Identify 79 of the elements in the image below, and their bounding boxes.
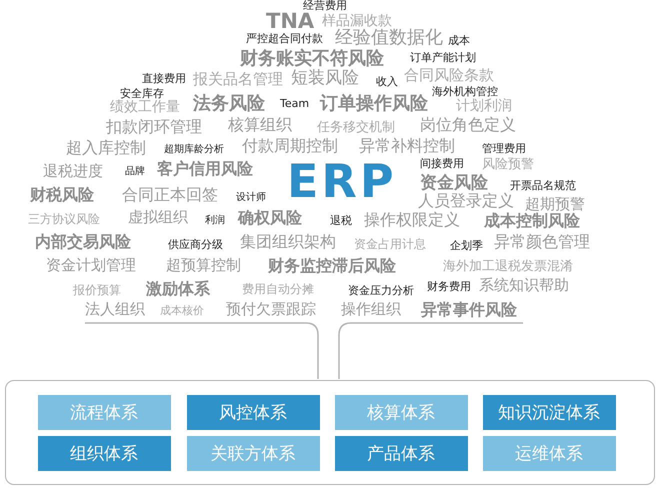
cloud-word: 报价预算 bbox=[73, 284, 121, 296]
cloud-word: 供应商分级 bbox=[168, 239, 223, 250]
cloud-word: 三方协议风险 bbox=[28, 213, 100, 225]
cloud-word: 超入库控制 bbox=[66, 140, 146, 156]
cloud-word: 操作权限定义 bbox=[364, 212, 460, 228]
cloud-word: 企划季 bbox=[450, 240, 483, 251]
cloud-word: 人员登录定义 bbox=[418, 193, 514, 209]
cloud-word: 超预算控制 bbox=[166, 258, 241, 273]
cloud-word: 开票品名规范 bbox=[510, 180, 576, 191]
cloud-word: 资金占用计息 bbox=[354, 238, 426, 250]
cloud-word: 超期预警 bbox=[525, 197, 585, 212]
cloud-word: 订单产能计划 bbox=[410, 52, 476, 63]
cloud-word: 样品漏收款 bbox=[322, 14, 392, 28]
cloud-word: 内部交易风险 bbox=[35, 234, 131, 250]
cloud-word: 确权风险 bbox=[238, 210, 302, 226]
cloud-word: 海外机构管控 bbox=[432, 86, 498, 97]
cloud-word: 操作组织 bbox=[341, 302, 401, 317]
cloud-word: 异常颜色管理 bbox=[494, 234, 590, 250]
cloud-word: 财税风险 bbox=[30, 187, 94, 203]
cloud-word: 严控超合同付款 bbox=[246, 33, 323, 44]
cloud-word: 资金压力分析 bbox=[348, 285, 414, 296]
cloud-word: 海外加工退税发票混淆 bbox=[443, 260, 573, 273]
cloud-word: 财务账实不符风险 bbox=[240, 50, 384, 68]
system-box: 关联方体系 bbox=[186, 436, 320, 470]
cloud-word: 设计师 bbox=[236, 193, 266, 203]
cloud-word: 任务移交机制 bbox=[317, 121, 395, 134]
cloud-word: 退税进度 bbox=[43, 164, 103, 179]
system-box: 运维体系 bbox=[482, 436, 616, 470]
system-panel bbox=[5, 380, 655, 485]
cloud-word: 系统知识帮助 bbox=[479, 278, 569, 293]
cloud-word: 财务费用 bbox=[427, 281, 471, 292]
cloud-word: 预付欠票跟踪 bbox=[226, 302, 316, 317]
cloud-word: 集团组织架构 bbox=[240, 234, 336, 250]
cloud-word: 成本控制风险 bbox=[484, 213, 580, 229]
system-box: 核算体系 bbox=[334, 394, 468, 430]
cloud-word: 费用自动分摊 bbox=[242, 283, 314, 295]
cloud-word: 报关品名管理 bbox=[193, 72, 283, 87]
cloud-word: Team bbox=[280, 98, 310, 109]
cloud-word: 异常补料控制 bbox=[359, 138, 455, 154]
title-word: ERP bbox=[287, 158, 397, 204]
cloud-word: 计划利润 bbox=[456, 99, 512, 113]
cloud-word: 直接费用 bbox=[142, 73, 186, 84]
system-box: 风控体系 bbox=[186, 394, 320, 430]
cloud-word: 客户信用风险 bbox=[157, 161, 253, 177]
cloud-word: 短装风险 bbox=[291, 70, 359, 87]
cloud-word: 利润 bbox=[205, 216, 225, 226]
cloud-word: 绩效工作量 bbox=[110, 100, 180, 114]
cloud-word: 超期库龄分析 bbox=[164, 145, 224, 155]
cloud-word: 品牌 bbox=[125, 167, 145, 177]
system-box: 知识沉淀体系 bbox=[482, 394, 616, 430]
cloud-word: 激励体系 bbox=[146, 281, 210, 297]
cloud-word: 合同正本回签 bbox=[122, 187, 218, 203]
cloud-word: 扣款闭环管理 bbox=[106, 119, 202, 135]
cloud-word: 订单操作风险 bbox=[320, 95, 428, 113]
cloud-word: 风险预警 bbox=[482, 158, 534, 171]
cloud-word: 间接费用 bbox=[420, 158, 464, 169]
cloud-word: 合同风险条款 bbox=[404, 68, 494, 83]
cloud-word: 核算组织 bbox=[228, 117, 292, 133]
cloud-word: 安全库存 bbox=[120, 88, 164, 99]
cloud-word: 经验值数据化 bbox=[335, 29, 443, 47]
system-box: 产品体系 bbox=[334, 436, 468, 470]
system-box: 组织体系 bbox=[38, 436, 170, 470]
cloud-word: 经营费用 bbox=[303, 0, 347, 11]
cloud-word: 岗位角色定义 bbox=[420, 117, 516, 133]
cloud-word: 付款周期控制 bbox=[242, 138, 338, 154]
cloud-word: 退税 bbox=[330, 215, 352, 226]
cloud-word: 资金风险 bbox=[420, 175, 488, 192]
cloud-word: 异常事件风险 bbox=[421, 302, 517, 318]
cloud-word: 成本核价 bbox=[160, 305, 204, 316]
cloud-word: 法人组织 bbox=[85, 302, 145, 317]
cloud-word: 资金计划管理 bbox=[46, 258, 136, 273]
system-box: 流程体系 bbox=[38, 394, 170, 430]
cloud-word: 成本 bbox=[448, 35, 470, 46]
cloud-word: 管理费用 bbox=[482, 143, 526, 154]
cloud-word: TNA bbox=[266, 11, 314, 32]
cloud-word: 收入 bbox=[376, 76, 398, 87]
cloud-word: 虚拟组织 bbox=[128, 210, 188, 225]
cloud-word: 法务风险 bbox=[193, 95, 265, 113]
cloud-word: 财务监控滞后风险 bbox=[268, 258, 396, 274]
